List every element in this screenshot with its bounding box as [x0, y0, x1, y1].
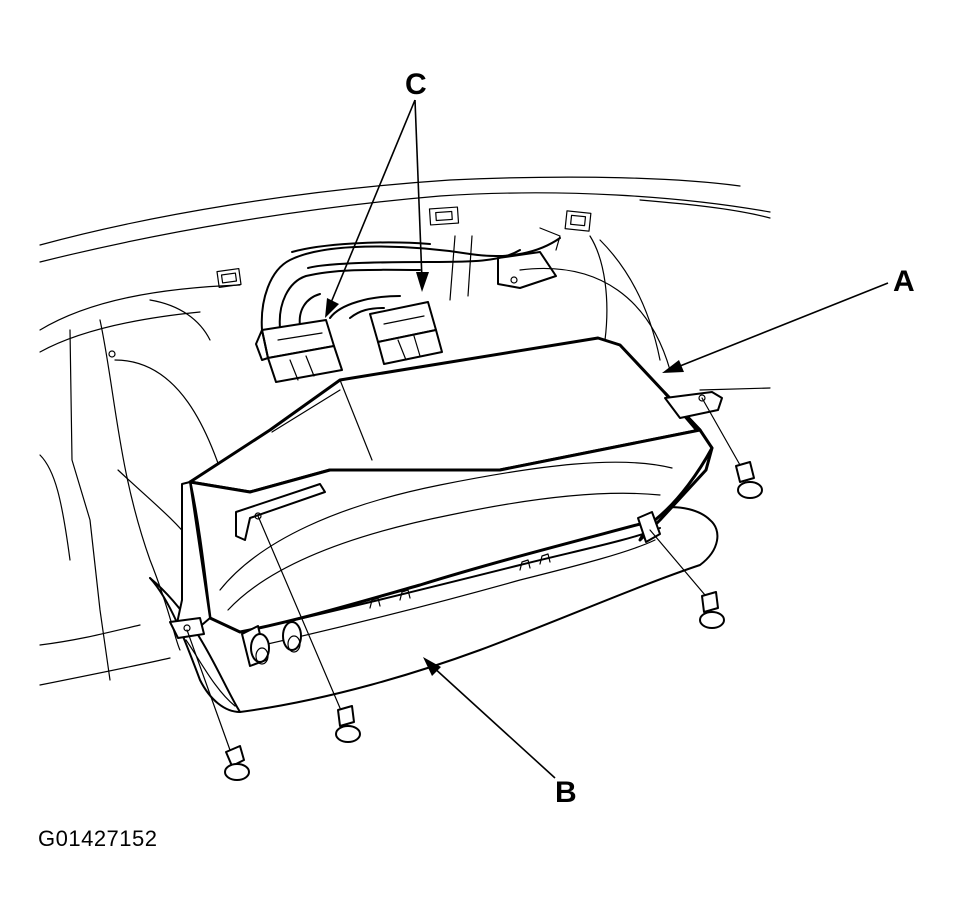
connectors-c — [255, 237, 561, 383]
screw-icon — [224, 745, 250, 781]
screw-icon — [735, 461, 763, 499]
callout-b-label: B — [555, 776, 577, 809]
screw-icon — [335, 705, 361, 743]
dashboard-outline — [39, 176, 771, 686]
screw-icon — [699, 591, 725, 629]
leader-lines — [325, 99, 889, 779]
figure-code: G01427152 — [38, 826, 158, 851]
callout-c-label: C — [405, 68, 427, 101]
trim-panel-b — [149, 506, 719, 713]
callout-a-label: A — [893, 265, 915, 298]
reset-knobs — [241, 621, 302, 667]
gauge-assembly-a — [169, 336, 723, 667]
mounting-screws — [186, 397, 763, 781]
